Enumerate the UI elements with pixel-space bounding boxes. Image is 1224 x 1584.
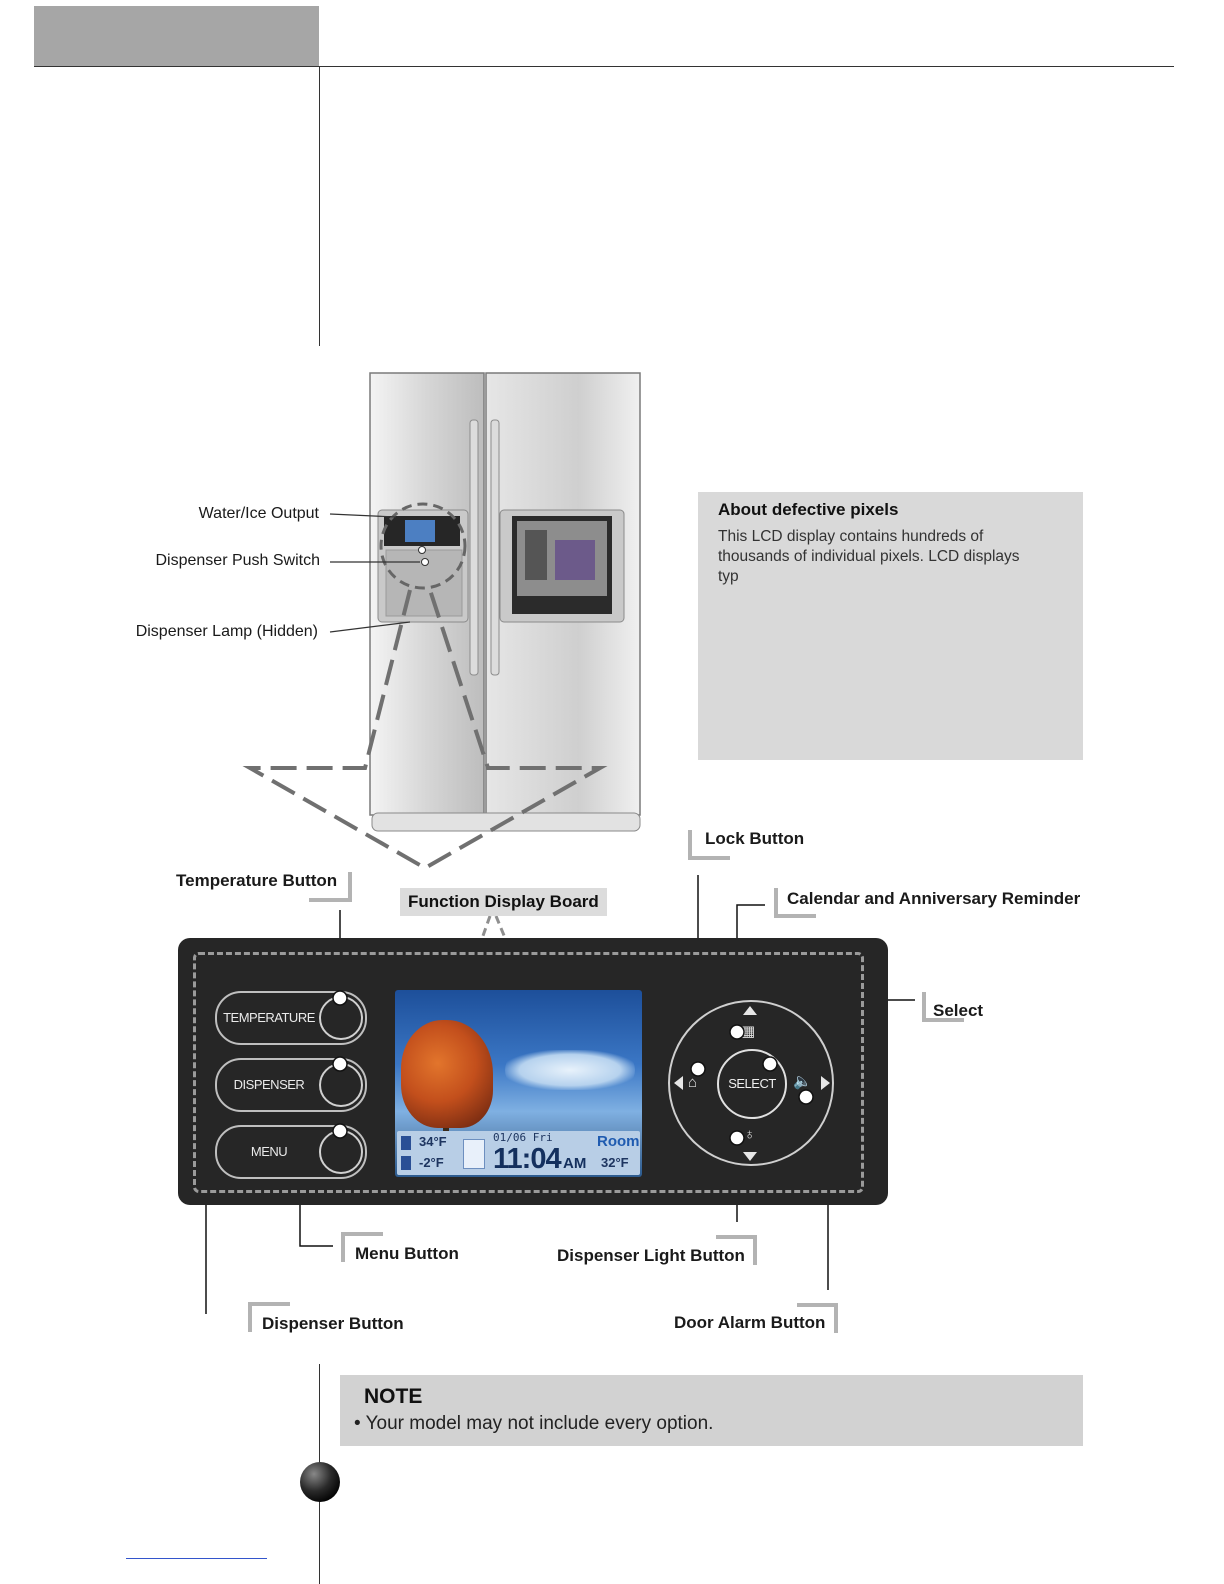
lock-button-label: Lock Button	[705, 829, 805, 848]
lcd-cloud-image	[505, 1050, 635, 1090]
dispenser-button[interactable]: DISPENSER	[215, 1058, 367, 1112]
header-rule	[34, 66, 1174, 67]
header-tab	[34, 6, 319, 66]
page-marker-ball	[300, 1462, 340, 1502]
note-title: NOTE	[364, 1385, 423, 1408]
lock-icon[interactable]: ⌂	[688, 1074, 698, 1091]
lcd-ampm: AM	[563, 1155, 587, 1172]
room-temp: 32°F	[601, 1155, 629, 1170]
dispenser-button-text: DISPENSER	[233, 1077, 305, 1092]
menu-button-text: MENU	[250, 1144, 288, 1159]
select-button[interactable]: SELECT	[717, 1049, 787, 1119]
dispenser-button-label: Dispenser Button	[262, 1314, 404, 1333]
right-arrow-icon[interactable]	[821, 1076, 830, 1090]
lcd-tree-image	[401, 1020, 493, 1128]
temperature-button-label: Temperature Button	[176, 871, 338, 890]
left-arrow-icon[interactable]	[674, 1076, 683, 1090]
water-ice-output-label: Water/Ice Output	[198, 505, 319, 522]
note-text: • Your model may not include every optio…	[354, 1413, 714, 1434]
dispenser-push-switch-label: Dispenser Push Switch	[155, 552, 320, 569]
lcd-screen: 34°F -2°F 01/06 Fri 11:04 AM Room 32°F	[395, 990, 642, 1177]
navigation-ring	[668, 1000, 834, 1166]
calendar-reminder-label: Calendar and Anniversary Reminder	[787, 889, 1081, 908]
calendar-icon[interactable]: ▦	[741, 1023, 756, 1040]
function-display-board-label: Function Display Board	[400, 888, 607, 916]
dispenser-lamp-label: Dispenser Lamp (Hidden)	[135, 623, 318, 640]
dispenser-button-circle	[319, 1063, 363, 1107]
defective-pixels-title: About defective pixels	[718, 500, 899, 519]
select-label: Select	[933, 1001, 984, 1020]
defective-pixels-body: This LCD display contains hundreds of th…	[718, 528, 1020, 585]
room-label: Room	[597, 1133, 640, 1150]
function-display-panel: TEMPERATURE DISPENSER MENU 34°F -2°F 01/…	[178, 938, 888, 1205]
up-arrow-icon[interactable]	[743, 1006, 757, 1015]
temperature-button[interactable]: TEMPERATURE	[215, 991, 367, 1045]
panel-dashed-border	[193, 952, 864, 1193]
fridge-thermometer-icon	[401, 1136, 411, 1150]
lcd-time: 11:04	[493, 1143, 562, 1175]
menu-button[interactable]: MENU	[215, 1125, 367, 1179]
menu-button-circle	[319, 1130, 363, 1174]
note-box: NOTE • Your model may not include every …	[340, 1375, 1083, 1446]
margin-rule-top	[319, 66, 320, 346]
light-bulb-icon[interactable]: ♁	[744, 1126, 756, 1143]
temperature-button-text: TEMPERATURE	[223, 1010, 315, 1025]
down-arrow-icon[interactable]	[743, 1152, 757, 1161]
door-alarm-button-label: Door Alarm Button	[674, 1313, 826, 1332]
fridge-temp: 34°F	[419, 1134, 447, 1149]
lcd-status-bar: 34°F -2°F 01/06 Fri 11:04 AM Room 32°F	[397, 1131, 640, 1175]
temperature-button-circle	[319, 996, 363, 1040]
defective-pixels-box: About defective pixels This LCD display …	[698, 492, 1083, 760]
lcd-date: 01/06 Fri	[493, 1131, 553, 1144]
footer-rule	[126, 1558, 267, 1559]
freezer-temp: -2°F	[419, 1155, 444, 1170]
speaker-icon[interactable]: 🔈	[793, 1073, 812, 1090]
water-glass-icon	[463, 1139, 485, 1169]
freezer-thermometer-icon	[401, 1156, 411, 1170]
dispenser-light-button-label: Dispenser Light Button	[557, 1246, 745, 1265]
menu-button-label: Menu Button	[355, 1244, 459, 1263]
